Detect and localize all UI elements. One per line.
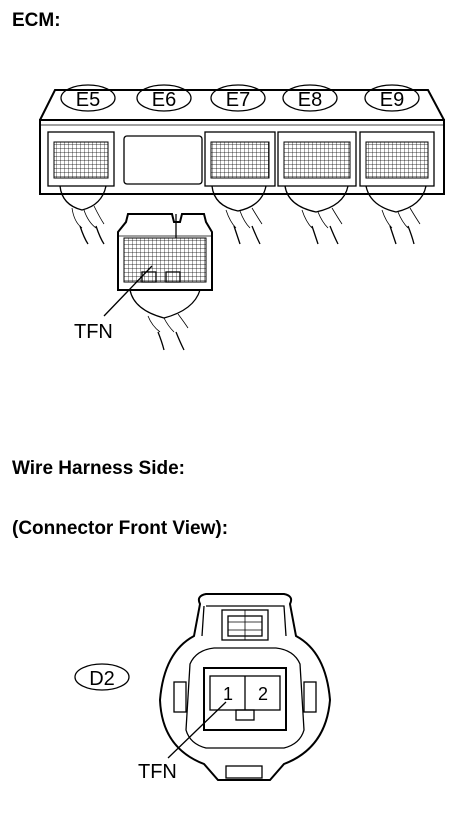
svg-text:E5: E5 bbox=[76, 89, 100, 111]
svg-text:E7: E7 bbox=[226, 89, 250, 111]
ecm-connector-label-e6: E6 bbox=[136, 84, 192, 112]
d2-tfn-callout: TFN bbox=[138, 701, 227, 783]
ecm-connector-label-e8: E8 bbox=[282, 84, 338, 112]
ecm-tfn-label: TFN bbox=[74, 321, 113, 343]
svg-text:2: 2 bbox=[258, 684, 268, 704]
ecm-tfn-callout: TFN bbox=[74, 265, 153, 343]
svg-text:E6: E6 bbox=[152, 89, 176, 111]
heading-connector-front-view: (Connector Front View): bbox=[12, 518, 229, 539]
ecm-socket-e8 bbox=[277, 131, 357, 245]
ecm-socket-e7 bbox=[204, 131, 276, 245]
svg-text:D2: D2 bbox=[89, 668, 115, 690]
d2-pin-2: 2 bbox=[258, 684, 268, 704]
ecm-connector-label-e7: E7 bbox=[210, 84, 266, 112]
ecm-plug-e6 bbox=[117, 213, 213, 351]
svg-text:1: 1 bbox=[223, 684, 233, 704]
heading-wire-harness-side: Wire Harness Side: bbox=[12, 458, 186, 479]
ecm-socket-e9 bbox=[359, 131, 435, 245]
d2-tfn-label: TFN bbox=[138, 761, 177, 783]
svg-text:E8: E8 bbox=[298, 89, 322, 111]
d2-pin-1: 1 bbox=[223, 684, 233, 704]
ecm-port-e6 bbox=[123, 135, 203, 185]
svg-text:E9: E9 bbox=[380, 89, 404, 111]
ecm-socket-e5 bbox=[47, 131, 115, 245]
ecm-connector-label-e9: E9 bbox=[364, 84, 420, 112]
ecm-connector-label-e5: E5 bbox=[60, 84, 116, 112]
heading-ecm: ECM: bbox=[12, 10, 61, 31]
d2-code-label: D2 bbox=[74, 663, 130, 691]
d2-connector-body bbox=[158, 593, 332, 781]
ecm-unit bbox=[39, 89, 445, 195]
